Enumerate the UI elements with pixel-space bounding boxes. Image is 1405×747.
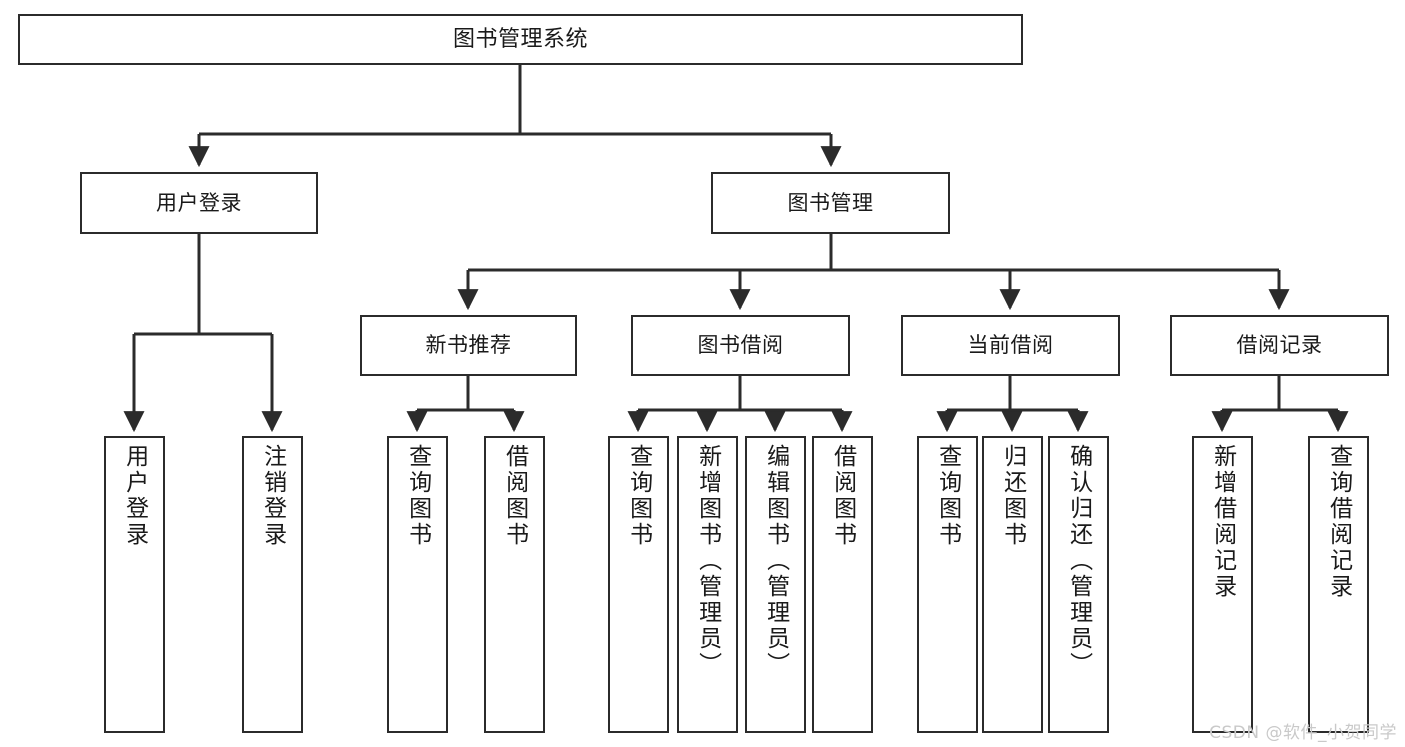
node-book-borrow[interactable]: 图书借阅	[631, 315, 850, 376]
leaf-current-borrow-confirm-return-admin[interactable]: 确认归还（管理员）	[1048, 436, 1109, 733]
node-label: 归还图书	[999, 444, 1026, 548]
leaf-book-borrow-query-book[interactable]: 查询图书	[608, 436, 669, 733]
node-label: 查询图书	[934, 444, 961, 548]
node-label: 查询借阅记录	[1325, 444, 1352, 600]
leaf-book-borrow-borrow-book[interactable]: 借阅图书	[812, 436, 873, 733]
node-label: 图书借阅	[697, 333, 784, 358]
leaf-new-book-query-book[interactable]: 查询图书	[387, 436, 448, 733]
node-label: 编辑图书（管理员）	[762, 444, 789, 678]
node-label: 借阅图书	[501, 444, 528, 548]
leaf-book-borrow-edit-book-admin[interactable]: 编辑图书（管理员）	[745, 436, 806, 733]
leaf-user-login-login[interactable]: 用户登录	[104, 436, 165, 733]
node-label: 借阅记录	[1236, 333, 1323, 358]
node-label: 查询图书	[404, 444, 431, 548]
node-label: 用户登录	[121, 444, 148, 548]
node-label: 查询图书	[625, 444, 652, 548]
node-label: 确认归还（管理员）	[1065, 444, 1092, 678]
node-label: 注销登录	[259, 444, 286, 548]
node-user-login[interactable]: 用户登录	[80, 172, 318, 234]
node-current-borrow[interactable]: 当前借阅	[901, 315, 1120, 376]
node-label: 图书管理	[787, 190, 874, 215]
node-label: 图书管理系统	[452, 26, 588, 52]
leaf-user-login-logout[interactable]: 注销登录	[242, 436, 303, 733]
node-label: 借阅图书	[829, 444, 856, 548]
node-root-book-management-system[interactable]: 图书管理系统	[18, 14, 1023, 65]
leaf-new-book-borrow-book[interactable]: 借阅图书	[484, 436, 545, 733]
leaf-current-borrow-return-book[interactable]: 归还图书	[982, 436, 1043, 733]
leaf-borrow-record-add-record[interactable]: 新增借阅记录	[1192, 436, 1253, 733]
node-new-book-recommend[interactable]: 新书推荐	[360, 315, 577, 376]
node-book-management[interactable]: 图书管理	[711, 172, 950, 234]
node-label: 用户登录	[156, 190, 242, 215]
node-borrow-record[interactable]: 借阅记录	[1170, 315, 1389, 376]
node-label: 新书推荐	[425, 333, 512, 358]
leaf-borrow-record-query-record[interactable]: 查询借阅记录	[1308, 436, 1369, 733]
leaf-book-borrow-add-book-admin[interactable]: 新增图书（管理员）	[677, 436, 738, 733]
leaf-current-borrow-query-book[interactable]: 查询图书	[917, 436, 978, 733]
node-label: 新增借阅记录	[1209, 444, 1236, 600]
node-label: 当前借阅	[967, 333, 1054, 358]
node-label: 新增图书（管理员）	[694, 444, 721, 678]
